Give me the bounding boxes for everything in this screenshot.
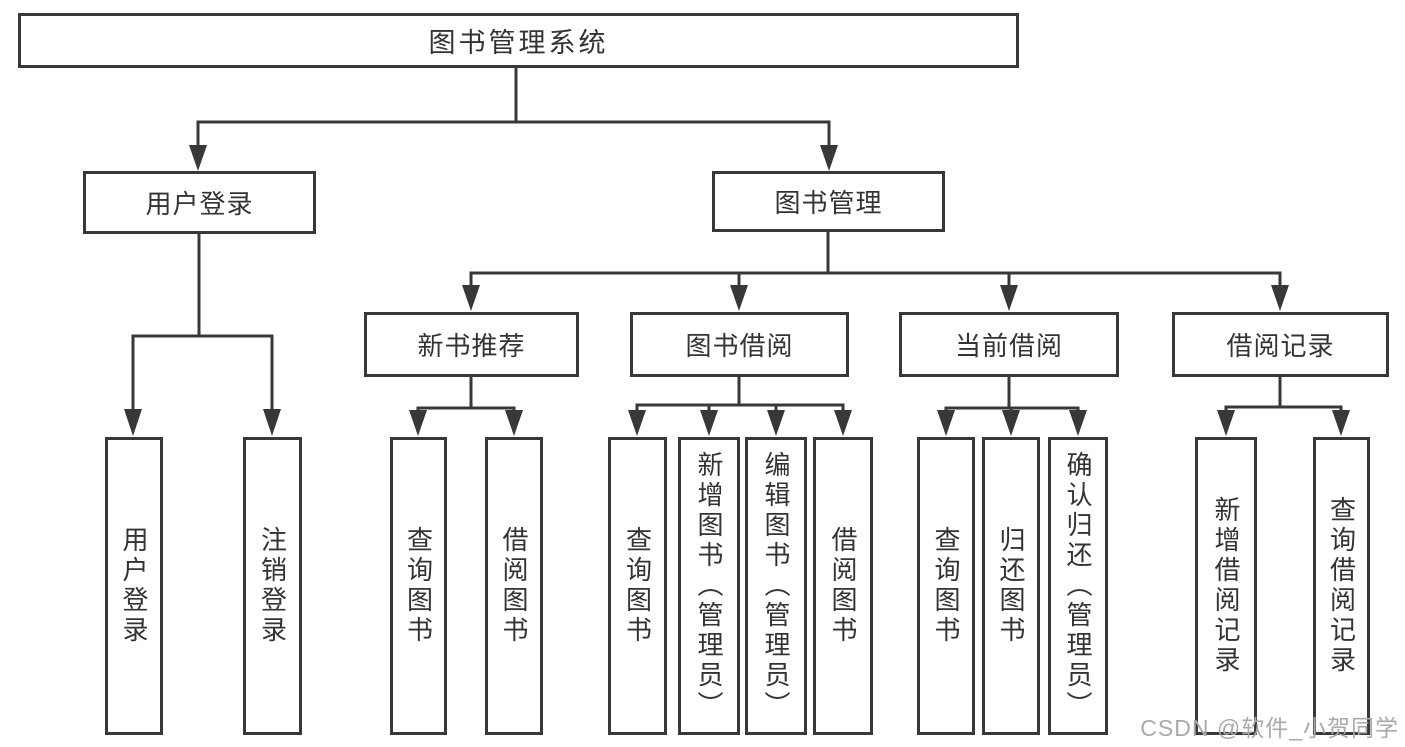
leaf-add-book-admin: 新增图书（管理员） [678,437,740,735]
connector-borrow-records [1217,377,1350,436]
leaf-edit-book-admin: 编辑图书（管理员） [745,437,807,735]
leaf-return-book: 归还图书 [982,437,1040,735]
connector-user-login [124,234,281,436]
node-root: 图书管理系统 [18,13,1019,68]
connector-new-book [409,377,523,436]
connector-book-borrow [628,377,852,436]
csdn-watermark: CSDN @软件_小贺同学 [1140,715,1399,741]
node-book-borrow: 图书借阅 [630,312,849,377]
leaf-query-books-3: 查询图书 [917,437,975,735]
leaf-logout: 注销登录 [243,437,302,735]
connector-current-borrow [937,377,1087,436]
connector-book-management [462,232,1289,311]
node-user-login: 用户登录 [83,171,316,234]
leaf-query-books-2: 查询图书 [608,437,667,735]
leaf-confirm-return-admin: 确认归还（管理员） [1048,437,1108,735]
leaf-user-login: 用户登录 [105,437,163,735]
node-book-management: 图书管理 [712,171,945,232]
leaf-query-borrow-record: 查询借阅记录 [1313,437,1370,735]
leaf-borrow-books-2: 借阅图书 [813,437,873,735]
leaf-borrow-books-1: 借阅图书 [485,437,543,735]
node-new-book-recommend: 新书推荐 [364,312,579,377]
leaf-query-books-1: 查询图书 [390,437,447,735]
node-current-borrow: 当前借阅 [899,312,1119,377]
connector-root [189,68,838,171]
leaf-add-borrow-record: 新增借阅记录 [1195,437,1257,735]
node-borrow-records: 借阅记录 [1172,312,1389,377]
